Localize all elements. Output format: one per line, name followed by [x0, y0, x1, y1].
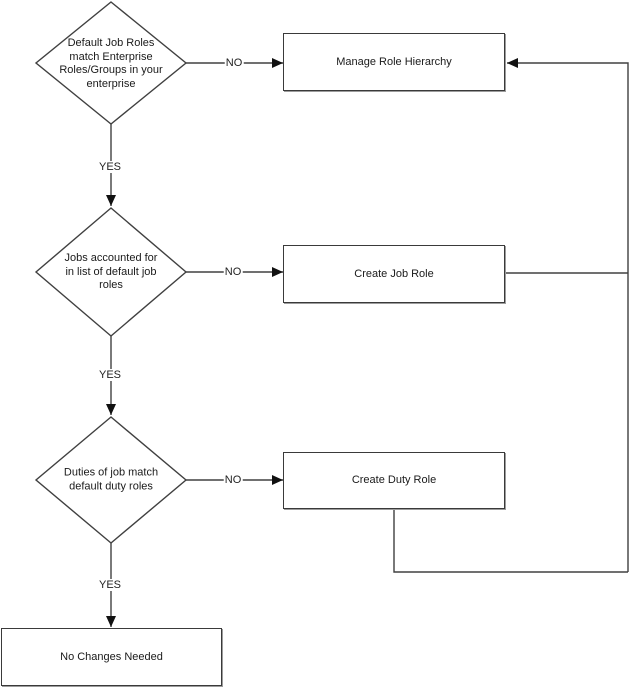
decision-label-duties-match: Duties of job match default duty roles [63, 466, 159, 493]
process-box-create-duty-role: Create Duty Role [283, 452, 505, 509]
edge-label-yes-3: YES [97, 579, 123, 591]
edge-label-no-3: NO [223, 474, 243, 486]
edge-label-yes-2: YES [97, 369, 123, 381]
process-label-create-job-role: Create Job Role [354, 267, 434, 280]
process-box-no-changes-needed: No Changes Needed [1, 628, 222, 686]
process-label-no-changes-needed: No Changes Needed [60, 650, 163, 663]
decision-label-jobs-accounted-for: Jobs accounted for in list of default jo… [64, 251, 158, 291]
process-label-create-duty-role: Create Duty Role [351, 474, 437, 486]
edge-right-rail-to-manage-role-hierarchy [507, 58, 628, 572]
edge-create-duty-role-to-right-rail [394, 510, 628, 572]
decision-label-default-job-roles: Default Job Roles match Enterprise Roles… [59, 37, 163, 90]
edge-label-no-1: NO [224, 57, 244, 69]
process-box-manage-role-hierarchy: Manage Role Hierarchy [283, 33, 505, 91]
edge-label-yes-1: YES [97, 161, 123, 173]
process-box-create-job-role: Create Job Role [283, 245, 505, 303]
edge-label-no-2: NO [223, 266, 243, 278]
process-label-manage-role-hierarchy: Manage Role Hierarchy [336, 55, 452, 68]
